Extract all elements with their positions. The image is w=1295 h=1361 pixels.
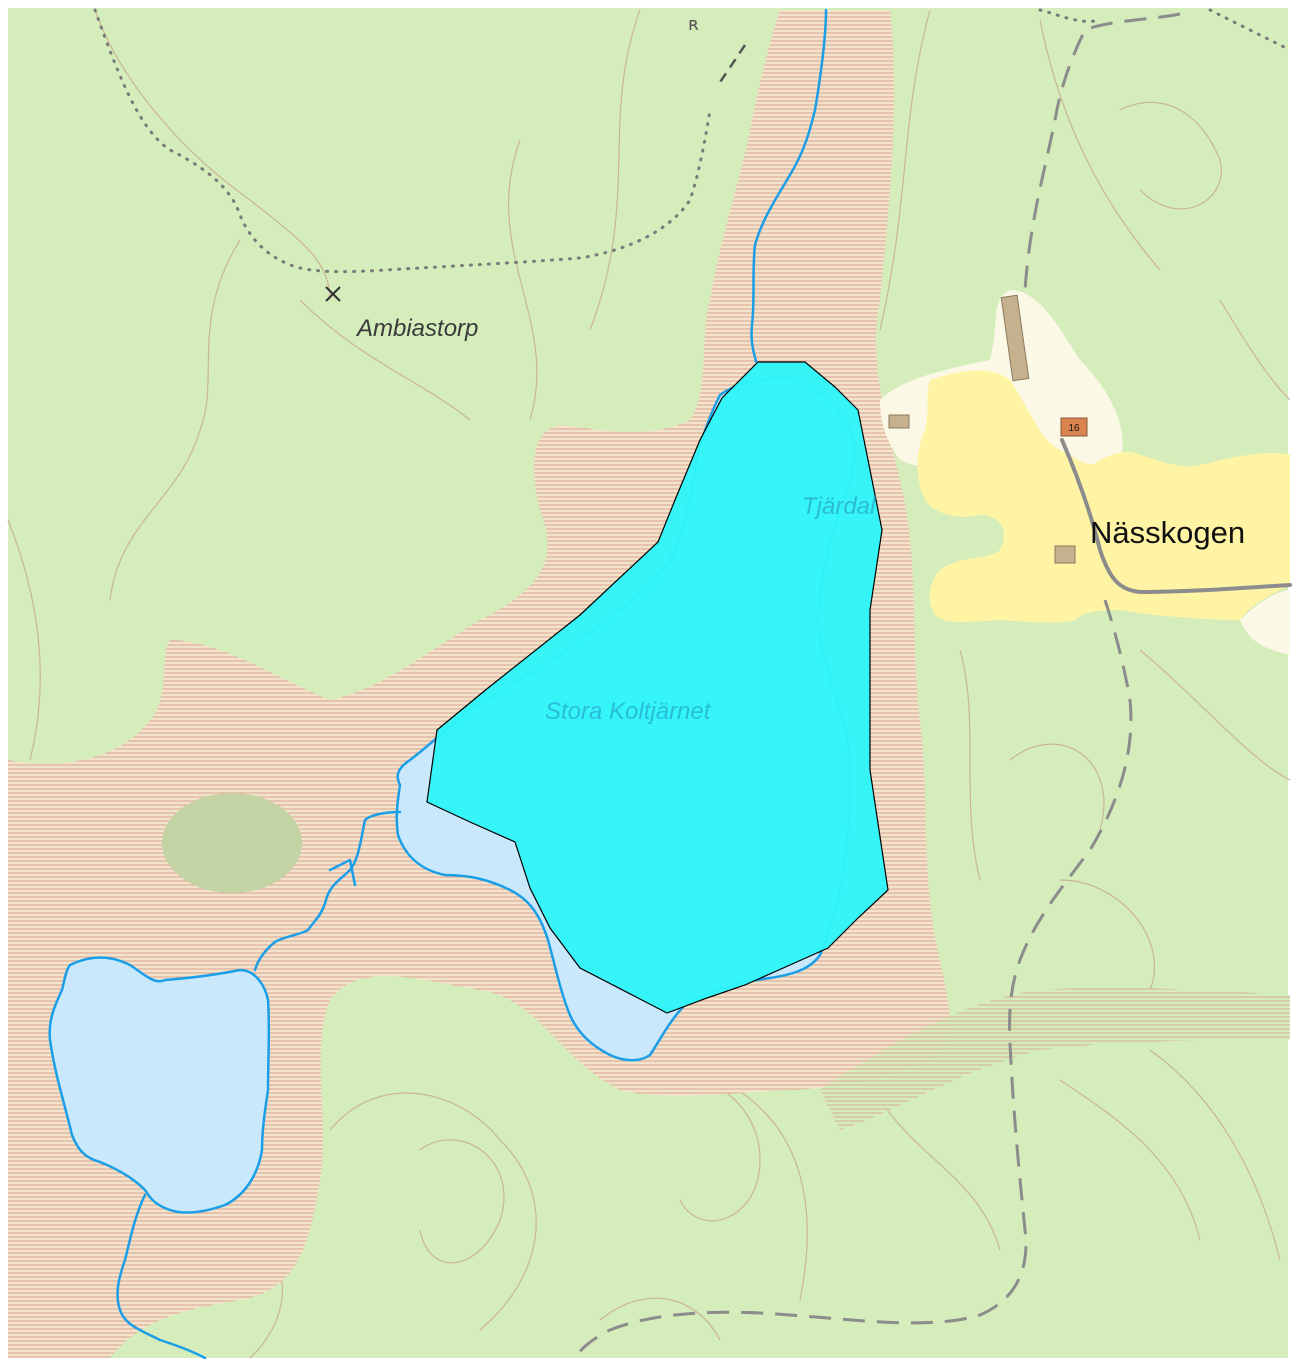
streams [116,8,828,1360]
building [1000,294,1030,382]
trail-path [93,8,712,274]
track-ne [1023,12,1181,291]
road-16 [1060,438,1292,595]
settlement-area-east [1240,590,1290,655]
label-nasskogen: Nässkogen [1090,515,1245,550]
field-area [917,370,1290,623]
road-number-badge: 16 [1060,417,1088,437]
contour-lines [7,9,1291,1359]
track-south [573,599,1133,1359]
building [1054,545,1076,564]
trail-path-ne [1038,8,1102,23]
track-small [716,44,747,86]
x-marker-icon [325,286,341,302]
label-ambiastorp: Ambiastorp [355,315,478,342]
label-tjardal: Tjärdal [802,493,876,520]
landmark-symbol: ʀ [688,14,699,35]
dense-forest-patch [162,793,302,893]
trail-path-ne2 [1208,8,1292,52]
wetland-band [820,987,1290,1130]
label-stora-koltjarnet: Stora Koltjärnet [545,698,712,725]
building [888,414,910,429]
highlight-lake-stora-koltjarnet[interactable] [426,361,889,1014]
road-number-text: 16 [1068,423,1080,434]
small-lake[interactable] [48,956,271,1214]
